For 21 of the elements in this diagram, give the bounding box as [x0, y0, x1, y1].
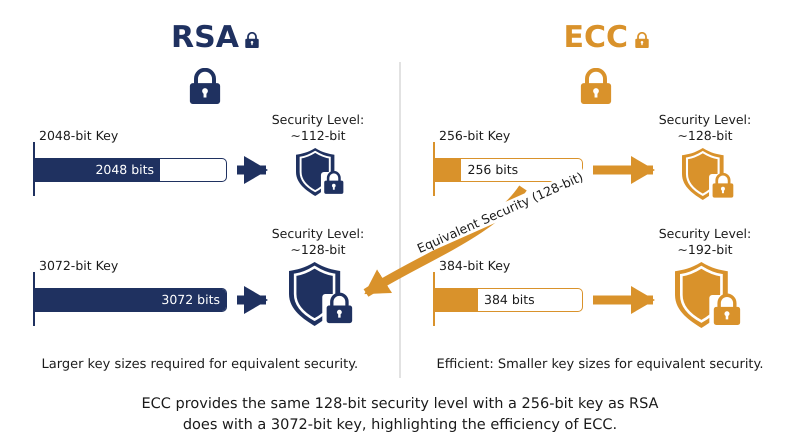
key-label: 2048-bit Key: [39, 128, 118, 143]
note-text: Efficient: Smaller key sizes for equivalent security.: [436, 357, 764, 372]
key-label: 256-bit Key: [439, 128, 510, 143]
note-text: Larger key sizes required for equivalent security.: [42, 357, 358, 372]
bit-count: 384 bits: [484, 292, 535, 307]
arrow: [237, 286, 268, 314]
key-label: 384-bit Key: [439, 258, 510, 273]
section-heading: RSA: [171, 20, 239, 55]
security-level-label: Security Level: ~112-bit: [270, 112, 366, 144]
arrow: [364, 185, 527, 297]
caption: ECC provides the same 128-bit security level with a 256-bit key as RSA does with a 3072-bit key, highlighting the efficiency of ECC.: [140, 395, 660, 435]
security-level-label: Security Level: ~192-bit: [658, 226, 752, 258]
section-heading: ECC: [564, 20, 628, 55]
arrow: [593, 286, 655, 314]
key-label: 3072-bit Key: [39, 258, 118, 273]
security-level-label: Security Level: ~128-bit: [270, 226, 366, 258]
bit-count: 3072 bits: [161, 292, 220, 307]
security-level-label: Security Level: ~128-bit: [658, 112, 752, 144]
arrow: [237, 156, 268, 184]
arrow: [593, 156, 655, 184]
bit-count: 2048 bits: [95, 162, 154, 177]
